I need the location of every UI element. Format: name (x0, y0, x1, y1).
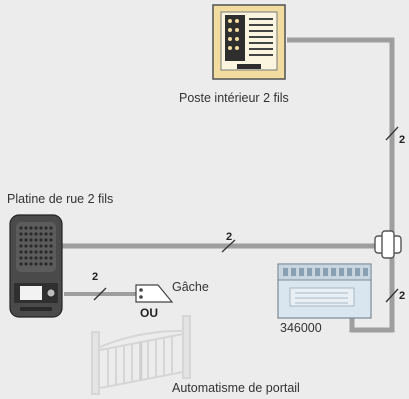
gate-automation-label: Automatisme de portail (172, 381, 300, 395)
marker-main (221, 239, 236, 253)
marker-psu (385, 288, 399, 303)
wire-count-main: 2 (226, 231, 233, 243)
or-label: OU (140, 306, 158, 320)
lock-label: Gâche (172, 280, 209, 294)
marker-right (385, 126, 399, 141)
indoor-intercom-icon (212, 4, 286, 80)
door-lock-icon (135, 284, 174, 303)
power-supply-label: 346000 (280, 321, 322, 335)
wire-junction-to-psu (349, 250, 395, 333)
street-panel-icon (9, 214, 63, 318)
street-panel-label: Platine de rue 2 fils (7, 192, 114, 206)
power-supply-icon (277, 263, 372, 319)
indoor-station-label: Poste intérieur 2 fils (179, 91, 289, 105)
wire-markers (93, 126, 399, 303)
wires (62, 37, 395, 333)
wire-count-right: 2 (399, 134, 406, 146)
wire-count-lock: 2 (92, 271, 99, 283)
gate-icon (91, 315, 191, 395)
marker-lock (93, 287, 107, 301)
wire-count-psu: 2 (399, 290, 406, 302)
wire-indoor-to-junction (287, 37, 395, 243)
junction-connector (374, 230, 402, 259)
